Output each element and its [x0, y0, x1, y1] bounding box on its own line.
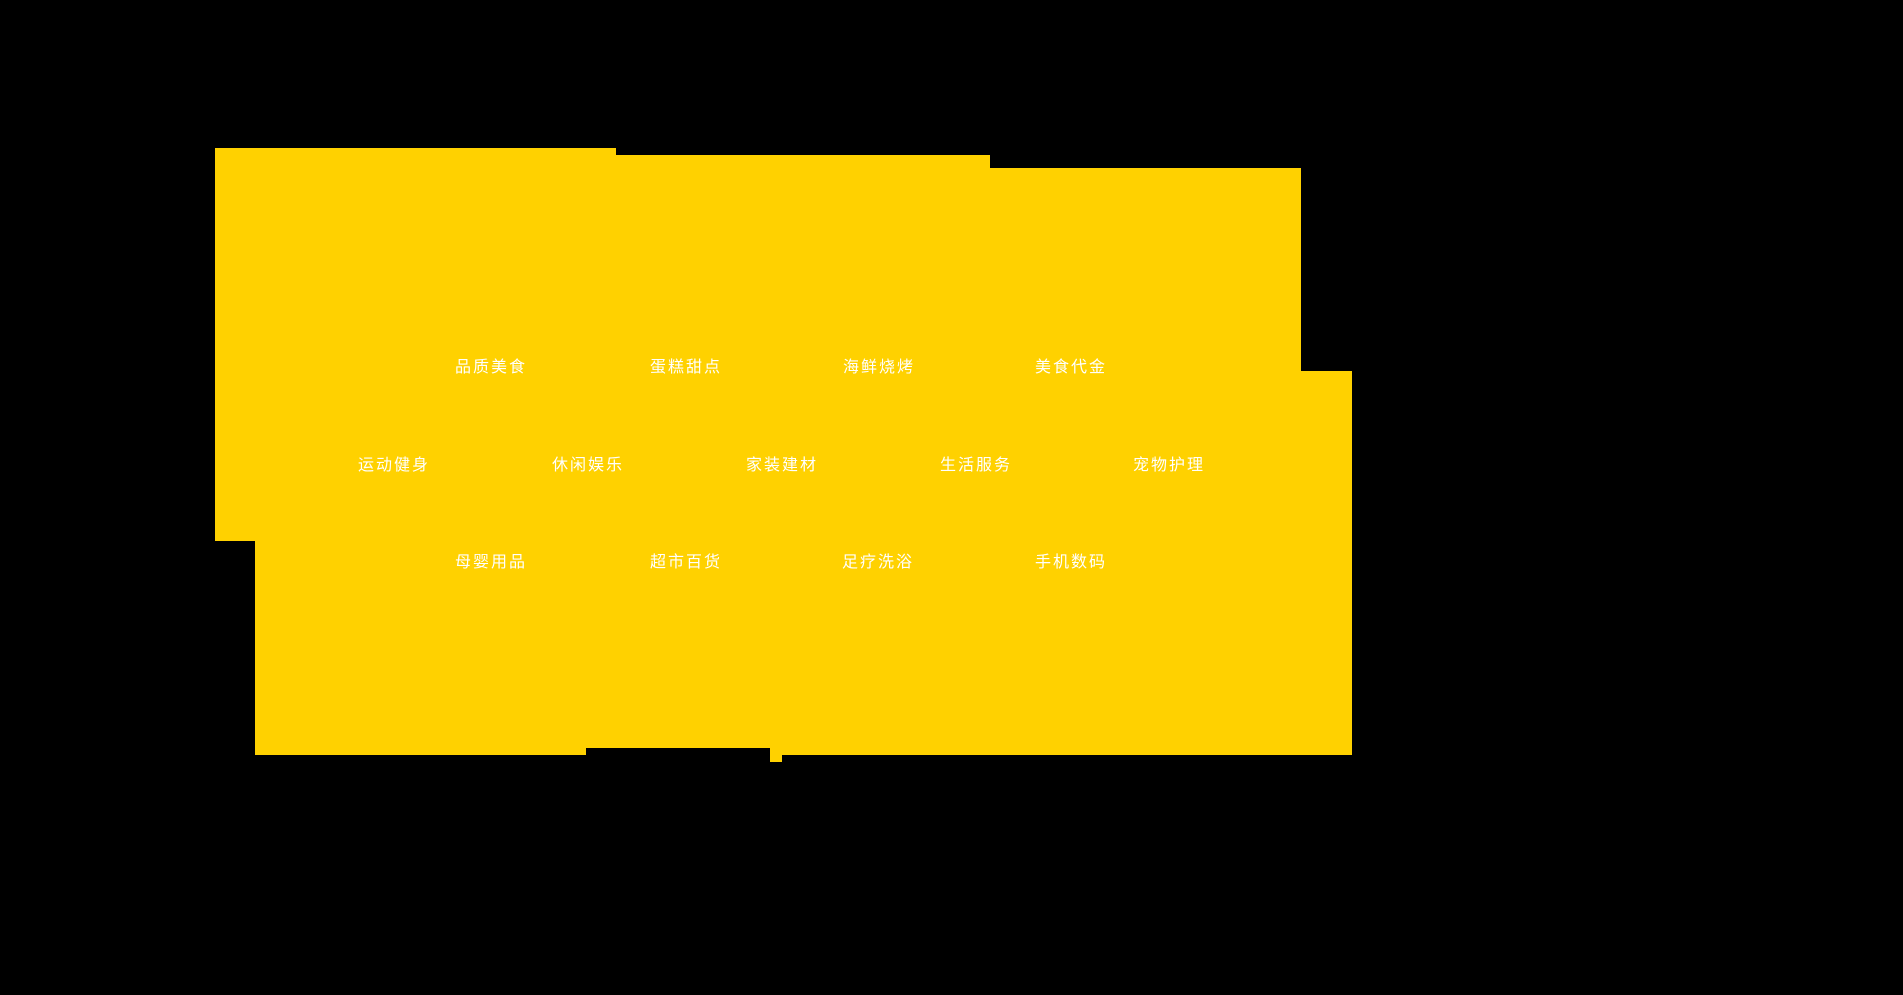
category-item-food-voucher[interactable]: 美食代金	[1035, 359, 1108, 376]
category-item-seafood-bbq[interactable]: 海鲜烧烤	[843, 359, 916, 376]
category-item-supermarket[interactable]: 超市百货	[650, 554, 723, 571]
category-item-life-services[interactable]: 生活服务	[940, 457, 1013, 474]
category-item-quality-food[interactable]: 品质美食	[455, 359, 528, 376]
category-item-fitness[interactable]: 运动健身	[358, 457, 431, 474]
category-item-phone-digital[interactable]: 手机数码	[1035, 554, 1108, 571]
category-item-pet-care[interactable]: 宠物护理	[1133, 457, 1206, 474]
category-item-mother-baby[interactable]: 母婴用品	[455, 554, 528, 571]
category-item-home-decor[interactable]: 家装建材	[746, 457, 819, 474]
category-item-leisure[interactable]: 休闲娱乐	[552, 457, 625, 474]
category-item-spa-bath[interactable]: 足疗洗浴	[842, 554, 915, 571]
category-item-cake-dessert[interactable]: 蛋糕甜点	[650, 359, 723, 376]
